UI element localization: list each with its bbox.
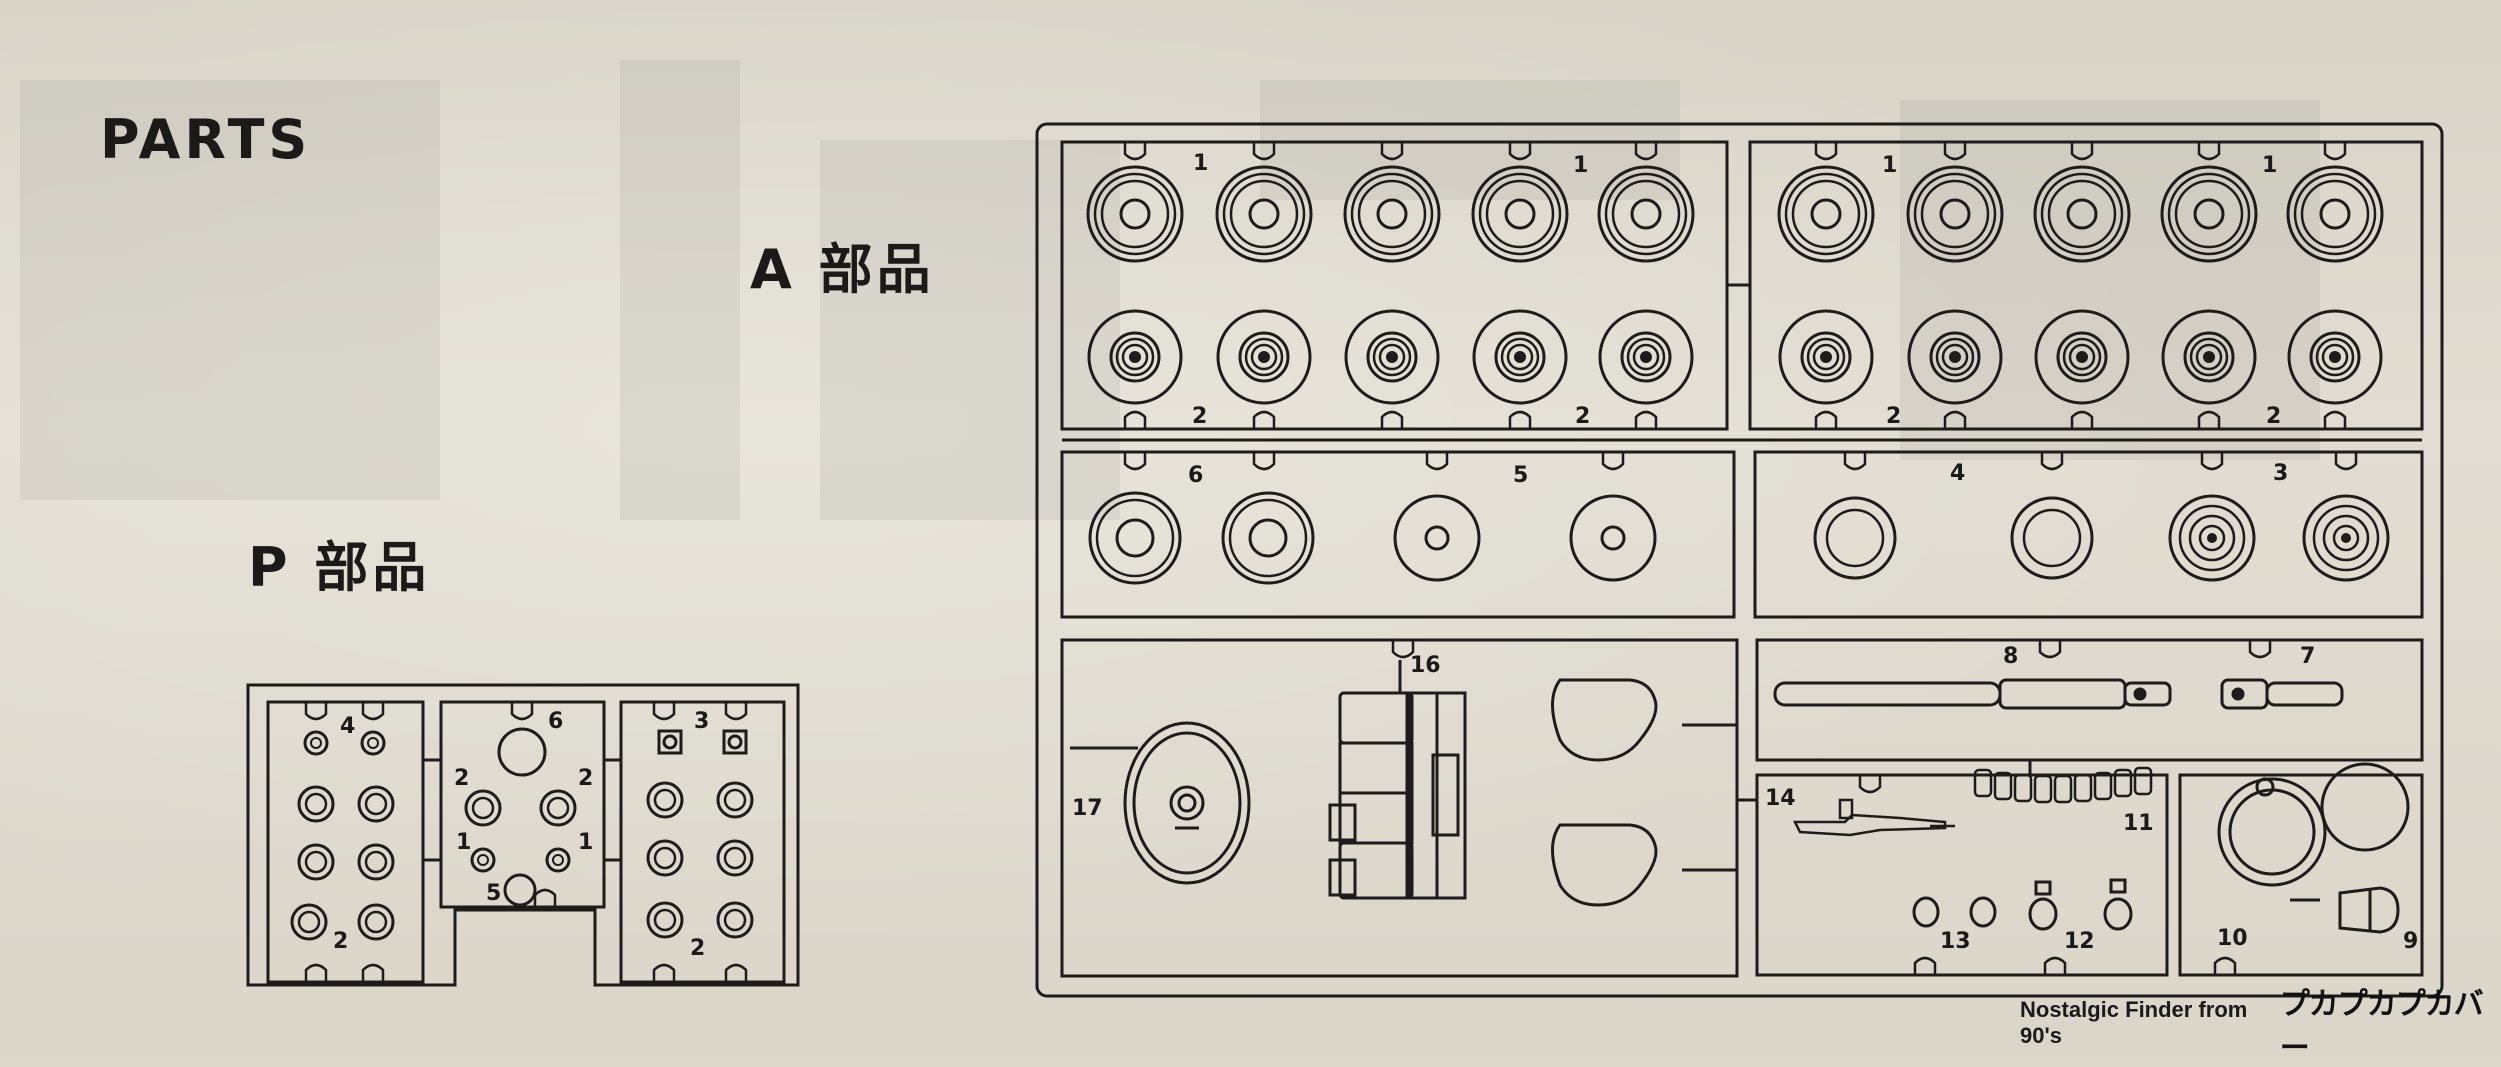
parts-heading: PARTS: [100, 108, 312, 171]
a-part-8-gun-barrel: [1773, 678, 2172, 710]
label-9: 9: [2403, 929, 2418, 954]
label-12: 12: [2064, 929, 2095, 954]
label-2: 2: [690, 936, 705, 961]
label-5: 5: [1513, 463, 1528, 488]
p-part-2-rings: [290, 781, 754, 941]
p-part-3-squares: [657, 729, 748, 755]
label-10: 10: [2217, 926, 2248, 951]
label-16: 16: [1410, 653, 1441, 678]
label-6: 6: [548, 709, 563, 734]
a-part-7-barrel: [2220, 678, 2344, 710]
label-1: 1: [1193, 151, 1208, 176]
label-8: 8: [2003, 644, 2018, 669]
label-4: 4: [340, 714, 355, 739]
label-1: 1: [2262, 153, 2277, 178]
a-part-15-covers: [1551, 678, 1658, 907]
a-parts-heading: A 部品: [750, 238, 935, 301]
label-7: 7: [2300, 644, 2315, 669]
label-1: 1: [456, 830, 471, 855]
a-part-3-wheels: [2168, 494, 2390, 582]
a-runner-frame: [1035, 122, 2444, 998]
label-2: 2: [1575, 404, 1590, 429]
a-part-1-wheels: [1086, 165, 2384, 263]
label-4: 4: [1950, 461, 1965, 486]
p-parts-heading: P 部品: [248, 536, 431, 599]
label-2: 2: [578, 766, 593, 791]
a-part-10-ring: [2217, 777, 2327, 887]
label-13: 13: [1940, 929, 1971, 954]
watermark-logo: プカプカプカバー: [2279, 987, 2484, 1066]
p-part-1-small-rings: [470, 847, 571, 873]
p-part-5-disc: [503, 873, 537, 907]
watermark-text: Nostalgic Finder from 90's: [2020, 997, 2248, 1048]
label-5: 5: [486, 881, 501, 906]
a-part-5-discs: [1393, 494, 1657, 582]
a-part-6-wheels: [1088, 491, 1315, 585]
label-11: 11: [2123, 811, 2154, 836]
label-1: 1: [1882, 153, 1897, 178]
a-part-11-track-links: [1973, 766, 2153, 804]
label-17: 17: [1072, 796, 1103, 821]
label-14: 14: [1765, 786, 1796, 811]
p-runner-number-labels: 4 2 6 2 2 1 1 5 3 2: [333, 709, 709, 961]
label-2: 2: [1192, 404, 1207, 429]
p-runner-frame: [246, 683, 800, 987]
label-6: 6: [1188, 463, 1203, 488]
label-2: 2: [2266, 404, 2281, 429]
label-3: 3: [694, 709, 709, 734]
label-2: 2: [333, 929, 348, 954]
a-part-2-wheels: [1087, 309, 2383, 405]
p-part-6-disc: [497, 727, 547, 777]
a-part-16-engine: [1328, 660, 1467, 900]
a-part-4-discs: [1813, 496, 2094, 580]
bleed-through-ghost: [20, 60, 2320, 520]
a-part-9-hatch: [2320, 762, 2410, 934]
label-2: 2: [454, 766, 469, 791]
label-1: 1: [1573, 153, 1588, 178]
label-3: 3: [2273, 461, 2288, 486]
a-part-12-13-hooks: [1912, 878, 2133, 931]
watermark: Nostalgic Finder from 90's プカプカプカバー: [2020, 987, 2490, 1066]
a-part-17-hatch: [1123, 721, 1251, 885]
a-runner-number-labels: 1 1 2 2 1 1 2 2 6 5 4 3 16 17 8 7 14 11 …: [1072, 151, 2418, 954]
label-2: 2: [1886, 404, 1901, 429]
a-part-14-machine-gun: [1792, 798, 1955, 837]
label-1: 1: [578, 830, 593, 855]
